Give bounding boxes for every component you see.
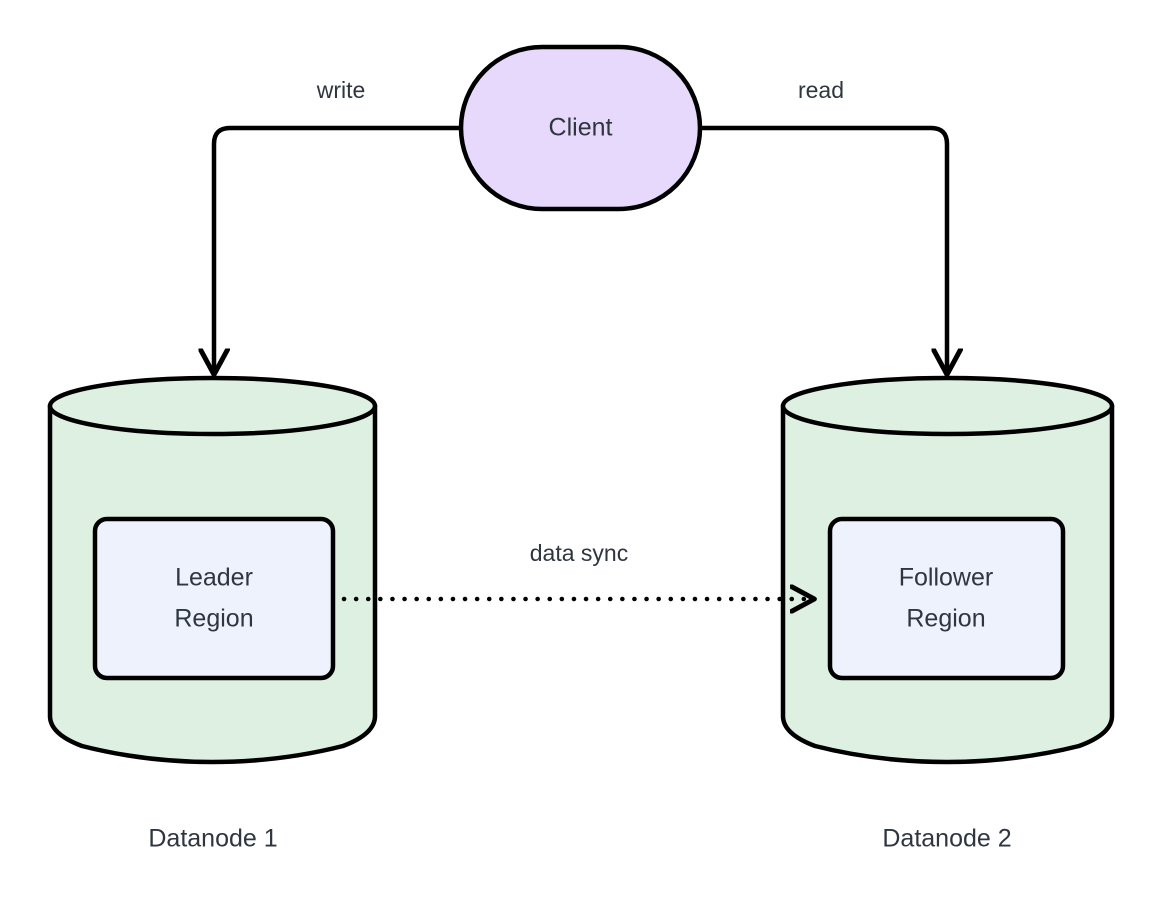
leader-region-label-line2: Region — [174, 605, 253, 633]
write-edge-path — [214, 125, 464, 372]
datanode2-cylinder-top — [780, 375, 1115, 437]
node-datanode2[interactable]: Follower Region — [780, 375, 1115, 765]
edge-read: read — [697, 74, 947, 372]
follower-region-label-line1: Follower — [899, 564, 993, 592]
read-edge-label: read — [798, 77, 844, 103]
node-client[interactable]: Client — [458, 44, 703, 212]
edge-write: write — [214, 74, 464, 372]
data-sync-edge-label: data sync — [530, 540, 628, 566]
follower-region-box[interactable]: Follower Region — [827, 516, 1066, 681]
client-shape — [458, 44, 703, 212]
follower-region-shape — [827, 516, 1066, 681]
leader-region-shape — [92, 516, 336, 681]
write-edge-label: write — [316, 77, 366, 103]
datanode2-caption: Datanode 2 — [882, 825, 1011, 853]
follower-region-label-line2: Region — [906, 605, 985, 633]
datanode1-caption: Datanode 1 — [148, 825, 277, 853]
leader-region-label-line1: Leader — [175, 564, 253, 592]
read-edge-path — [697, 125, 947, 372]
datanode1-cylinder-top — [47, 375, 378, 437]
edge-data-sync: data sync — [341, 537, 812, 599]
read-label-backdrop — [778, 74, 864, 106]
node-datanode1[interactable]: Leader Region — [47, 375, 378, 765]
write-label-backdrop — [295, 74, 387, 106]
data-sync-label-backdrop — [508, 537, 650, 569]
client-label: Client — [549, 114, 613, 142]
leader-region-box[interactable]: Leader Region — [92, 516, 336, 681]
